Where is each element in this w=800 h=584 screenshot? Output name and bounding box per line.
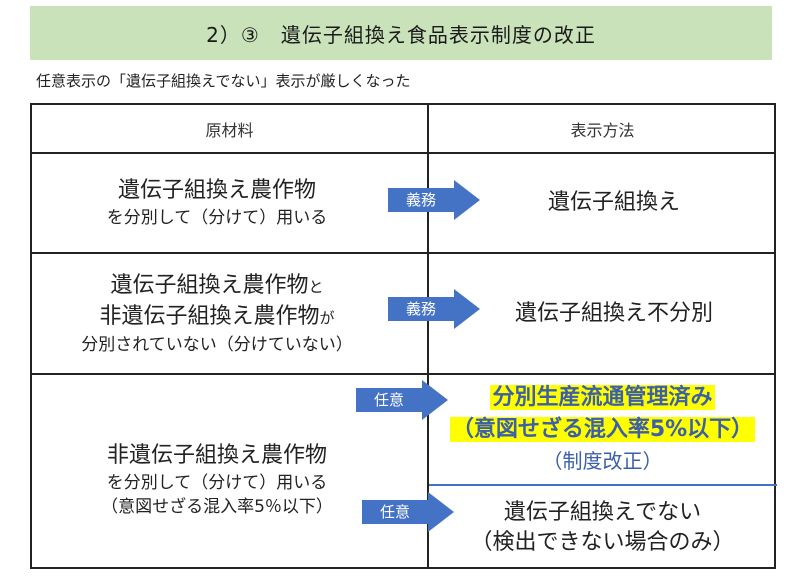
- row3-label-top-note: （制度改正）: [542, 449, 663, 473]
- row2-material-line2: 非遺伝子組換え農作物が: [99, 303, 335, 329]
- right-arrow-icon: [388, 180, 480, 220]
- arrow-mandatory-1: 義務: [388, 180, 480, 220]
- row1-material-sub: を分別して（分けて）用いる: [106, 208, 328, 228]
- row2-material: 遺伝子組換え農作物と 非遺伝子組換え農作物が 分別されていない（分けていない）: [32, 254, 402, 373]
- row3-label-top-line2: （意図せざる混入率5%以下）: [449, 417, 756, 442]
- row3-label-top-line1: 分別生産流通管理済み: [490, 385, 715, 410]
- header-divider: [32, 152, 774, 154]
- row2-material-sub: 分別されていない（分けていない）: [81, 334, 353, 355]
- labeling-table: 原材料 表示方法 遺伝子組換え農作物 を分別して（分けて）用いる 遺伝子組換え …: [30, 103, 777, 569]
- arrow-label: 任意: [379, 503, 410, 521]
- right-arrow-icon: [356, 380, 448, 420]
- arrow-optional-1: 任意: [356, 380, 448, 420]
- page-title: 2）③ 遺伝子組換え食品表示制度の改正: [30, 6, 772, 60]
- arrow-label: 義務: [405, 300, 436, 318]
- row1-material-main: 遺伝子組換え農作物: [117, 178, 316, 203]
- arrow-optional-2: 任意: [362, 492, 454, 532]
- arrow-label: 義務: [405, 191, 436, 209]
- row3-label-bottom: 遺伝子組換えでない （検出できない場合のみ）: [429, 488, 776, 568]
- right-arrow-icon: [388, 289, 480, 329]
- arrow-label: 任意: [373, 391, 404, 409]
- row-divider: [32, 252, 774, 254]
- row2-material-line1: 遺伝子組換え農作物と: [110, 272, 324, 298]
- row3-label-bottom-line1: 遺伝子組換えでない: [503, 500, 702, 525]
- header-material: 原材料: [205, 120, 254, 140]
- header-labeling: 表示方法: [570, 120, 635, 140]
- row1-material: 遺伝子組換え農作物 を分別して（分けて）用いる: [32, 154, 402, 252]
- row-divider: [32, 373, 774, 375]
- row1-label: 遺伝子組換え: [547, 190, 680, 215]
- row2-label: 遺伝子組換え不分別: [514, 300, 713, 326]
- right-arrow-icon: [362, 492, 454, 532]
- row3-material: 非遺伝子組換え農作物 を分別して（分けて）用いる （意図せざる混入率5％以下）: [32, 405, 402, 555]
- row3-material-sub: を分別して（分けて）用いる: [106, 473, 328, 493]
- column-divider: [427, 105, 429, 567]
- row3-label-bottom-line2: （検出できない場合のみ）: [470, 530, 735, 555]
- row3-material-note: （意図せざる混入率5％以下）: [101, 497, 333, 517]
- subtitle: 任意表示の「遺伝子組換えでない」表示が厳しくなった: [36, 72, 411, 90]
- row3-label-top: 分別生産流通管理済み （意図せざる混入率5%以下） （制度改正）: [429, 375, 776, 483]
- row3-material-main: 非遺伝子組換え農作物: [106, 443, 327, 468]
- row3-split-line: [429, 484, 777, 486]
- arrow-mandatory-2: 義務: [388, 289, 480, 329]
